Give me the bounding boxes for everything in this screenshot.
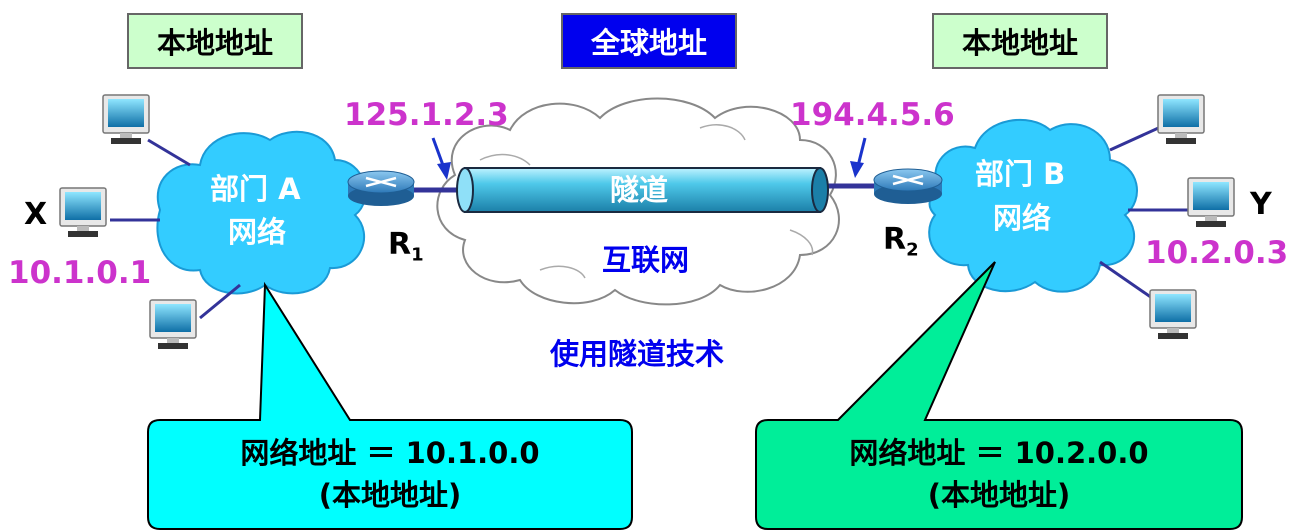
host-x-name: X: [24, 197, 48, 232]
host-y-name: Y: [1250, 187, 1272, 222]
callout-b-text: 网络地址 ＝ 10.2.0.0 (本地地址): [758, 432, 1240, 516]
r2-public-ip: 194.4.5.6: [790, 97, 955, 133]
global-address-label: 全球地址: [561, 13, 737, 69]
callout-a-line2: (本地地址): [318, 478, 462, 512]
local-address-label-right: 本地地址: [932, 13, 1108, 69]
arrow-to-r1: [431, 137, 451, 180]
callout-b-line1: 网络地址 ＝ 10.2.0.0: [849, 436, 1149, 470]
computer-icon-b1: [1157, 94, 1205, 145]
computer-icon-x: [59, 187, 107, 238]
department-a-name: 部门 A: [210, 172, 301, 206]
router-r2-icon: [873, 168, 943, 204]
host-y-ip: 10.2.0.3: [1145, 235, 1289, 271]
link-host-b3: [1099, 260, 1156, 302]
computer-icon-a3: [149, 299, 197, 350]
department-a-network: 网络: [228, 215, 287, 249]
r1-public-ip: 125.1.2.3: [344, 97, 509, 133]
router-r1-icon: [347, 170, 415, 206]
computer-icon-a1: [102, 94, 150, 145]
callout-a-line1: 网络地址 ＝ 10.1.0.0: [240, 436, 540, 470]
internet-label: 互联网: [602, 243, 690, 277]
computer-icon-b3: [1149, 289, 1197, 340]
host-x-ip: 10.1.0.1: [8, 255, 152, 291]
department-b-cloud: [928, 118, 1138, 293]
callout-a-text: 网络地址 ＝ 10.1.0.0 (本地地址): [150, 432, 630, 516]
tunnel-label: 隧道: [610, 173, 669, 207]
department-b-name: 部门 B: [975, 157, 1066, 191]
router-r2-label: R2: [883, 222, 919, 261]
callout-b-shape: [755, 261, 1243, 530]
link-host-a1: [147, 138, 191, 167]
tunnel-caption: 使用隧道技术: [550, 337, 725, 371]
arrow-to-r2: [850, 137, 867, 178]
router-r1-label: R1: [388, 227, 424, 266]
link-host-b1: [1109, 123, 1166, 152]
tunnel-pipe: [456, 167, 829, 213]
callout-a-shape: [147, 281, 633, 530]
department-a-cloud: [156, 130, 367, 295]
computer-icon-y: [1187, 177, 1235, 228]
local-address-label-left: 本地地址: [127, 13, 303, 69]
cloud-texture: [479, 124, 814, 279]
link-host-a3: [199, 283, 241, 320]
department-b-network: 网络: [993, 201, 1052, 235]
callout-b-line2: (本地地址): [927, 478, 1071, 512]
